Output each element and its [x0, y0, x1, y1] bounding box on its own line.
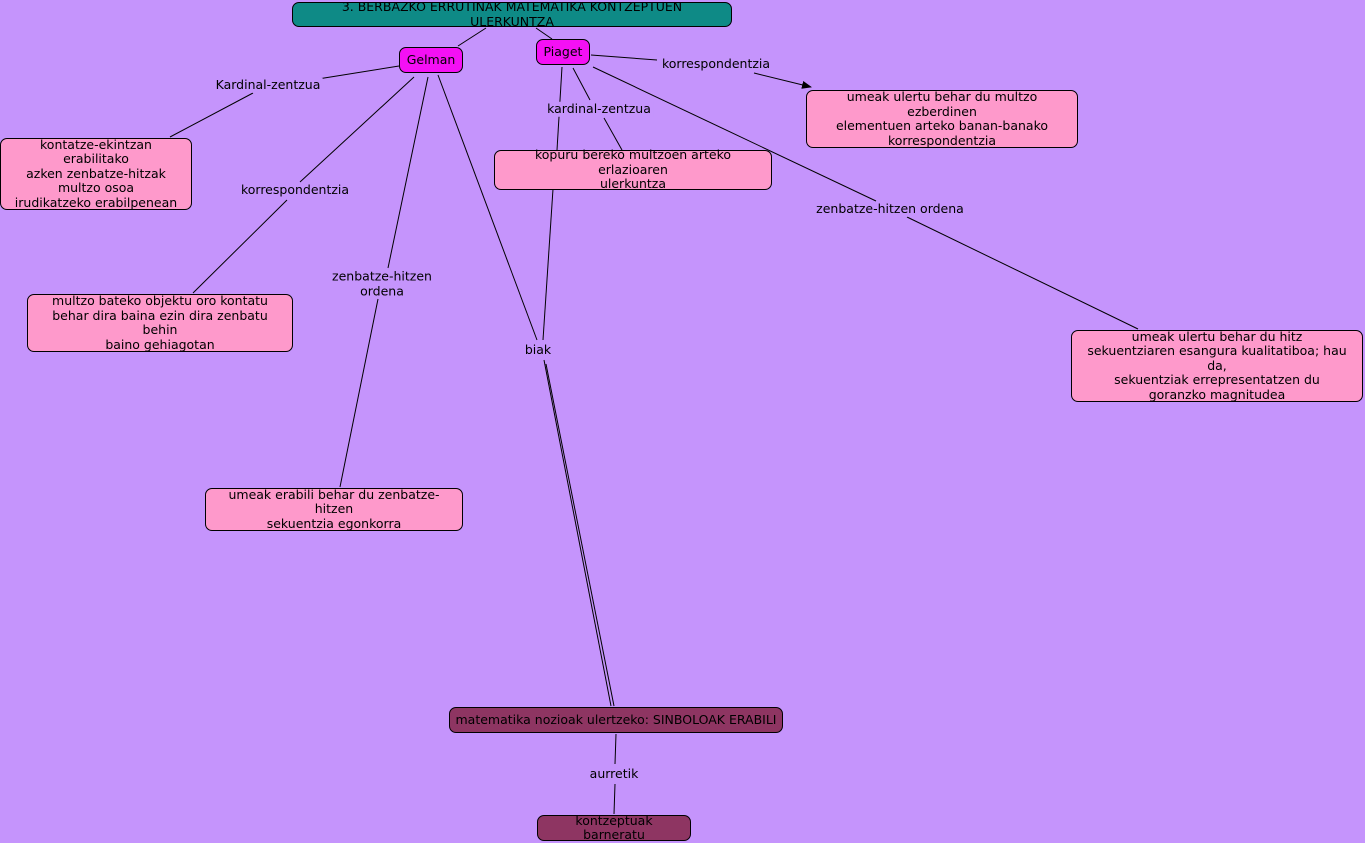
link-biak-sinboloak-b [545, 363, 615, 707]
label-zenbatze-hitzen-ordena-piaget[interactable]: zenbatze-hitzen ordena [814, 200, 966, 217]
umeak-ulertu-hitz-node[interactable]: umeak ulertu behar du hitz sekuentziaren… [1071, 329, 1363, 402]
link-gelman-korrespondentzia [299, 76, 415, 183]
link-gelman-kardinal [317, 65, 400, 80]
piaget-node[interactable]: Piaget [536, 39, 590, 65]
link-zenbatze-umeak-erabili [339, 298, 379, 488]
label-biak[interactable]: biak [522, 341, 554, 358]
link-korrespondentzia-multzo [192, 199, 288, 294]
label-korrespondentzia-gelman[interactable]: korrespondentzia [238, 181, 352, 198]
link-biak-sinboloak-a [543, 359, 612, 707]
sinboloak-erabili-node[interactable]: matematika nozioak ulertzeko: SINBOLOAK … [449, 707, 783, 733]
multzo-bateko-node[interactable]: multzo bateko objektu oro kontatu behar … [27, 293, 293, 352]
link-gelman-zenbatze [387, 76, 429, 269]
link-title-gelman [457, 27, 487, 47]
label-aurretik[interactable]: aurretik [587, 765, 641, 782]
title-node[interactable]: 3. BERBAZKO ERRUTINAK MATEMATIKA KONTZEP… [292, 0, 732, 28]
link-aurretik-kontzeptuak [613, 783, 616, 815]
link-piaget-kardinal [572, 67, 591, 101]
label-kardinal-zentzua-gelman[interactable]: Kardinal-zentzua [213, 76, 323, 93]
link-kardinal-kontatze [169, 92, 254, 138]
link-title-piaget [535, 27, 553, 40]
kontzeptuak-barneratu-node[interactable]: kontzeptuak barneratu [537, 813, 691, 842]
kopuru-bereko-node[interactable]: kopuru bereko multzoen arteko erlazioare… [494, 148, 772, 191]
label-zenbatze-hitzen-ordena-gelman[interactable]: zenbatze-hitzen ordena [330, 268, 434, 299]
link-piaget-korrespondentzia [590, 54, 658, 61]
umeak-erabili-node[interactable]: umeak erabili behar du zenbatze-hitzen s… [205, 487, 463, 531]
link-kardinal-kopuru [603, 117, 623, 151]
link-korrespondentzia-umeak-multzo [753, 72, 812, 89]
link-kopuru-biak [542, 188, 554, 341]
label-korrespondentzia-piaget[interactable]: korrespondentzia [659, 55, 773, 72]
link-sinboloak-aurretik [614, 733, 617, 765]
umeak-ulertu-multzo-node[interactable]: umeak ulertu behar du multzo ezberdinen … [806, 89, 1078, 148]
kontatze-ekintzan-node[interactable]: kontatze-ekintzan erabilitako azken zenb… [0, 137, 192, 210]
label-kardinal-zentzua-piaget[interactable]: kardinal-zentzua [545, 100, 653, 117]
gelman-node[interactable]: Gelman [399, 47, 463, 73]
link-zenbatze-umeak-hitz [906, 216, 1139, 330]
link-gelman-biak [437, 74, 538, 341]
